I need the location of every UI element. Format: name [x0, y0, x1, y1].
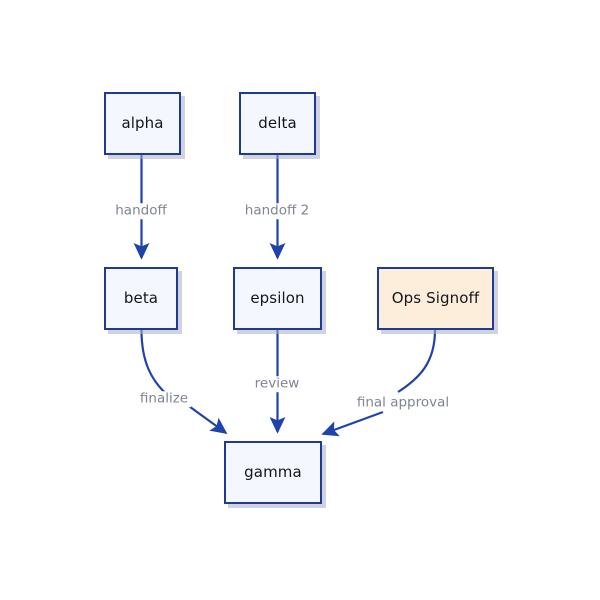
node-label: epsilon — [250, 289, 305, 307]
edge-label-finalize: finalize — [136, 391, 192, 407]
node-gamma[interactable]: gamma — [224, 441, 322, 504]
node-delta[interactable]: delta — [239, 92, 316, 155]
node-label: alpha — [121, 114, 164, 132]
node-label: beta — [123, 289, 159, 307]
edge-label-review: review — [251, 376, 303, 392]
edge-label-handoff: handoff — [112, 203, 170, 219]
node-alpha[interactable]: alpha — [104, 92, 181, 155]
edge-label-handoff-2: handoff 2 — [241, 203, 313, 219]
edge-label-final-approval: final approval — [353, 395, 453, 411]
edge-ops-gamma — [321, 329, 437, 437]
node-ops-signoff[interactable]: Ops Signoff — [377, 267, 494, 330]
node-label: Ops Signoff — [391, 289, 480, 307]
node-epsilon[interactable]: epsilon — [233, 267, 322, 330]
edge-beta-gamma — [140, 329, 228, 435]
node-beta[interactable]: beta — [104, 267, 178, 330]
node-label: delta — [258, 114, 297, 132]
node-label: gamma — [244, 463, 302, 481]
